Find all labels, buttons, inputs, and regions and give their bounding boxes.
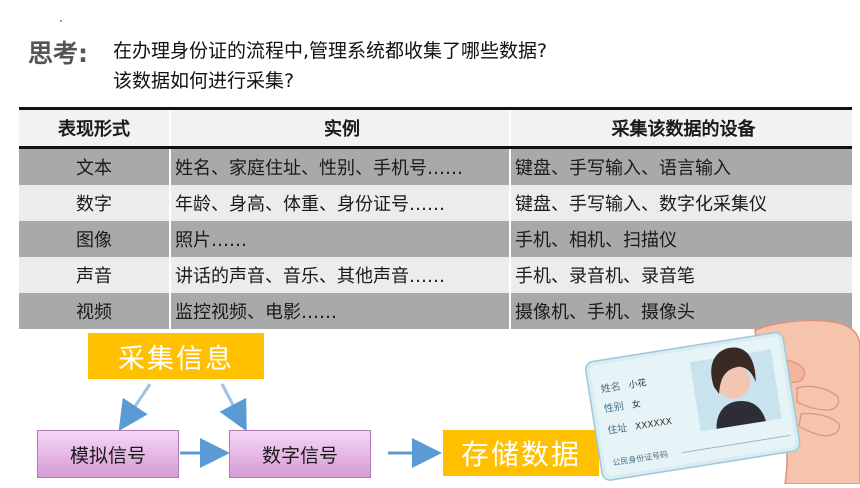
arrow-collect-to-digital <box>219 383 247 432</box>
id-card: 姓名 小花 性别 女 住址 XXXXXX 公民身份证号码 <box>584 331 801 481</box>
question-line-1: 在办理身份证的流程中,管理系统都收集了哪些数据? <box>113 40 548 62</box>
card-gender-value: 女 <box>631 398 642 411</box>
table-header-row: 表现形式 实例 采集该数据的设备 <box>19 107 852 149</box>
table-row: 数字 年龄、身高、体重、身份证号…… 键盘、手写输入、数字化采集仪 <box>19 185 852 221</box>
header-example: 实例 <box>169 107 510 149</box>
table-row: 声音 讲话的声音、音乐、其他声音…… 手机、录音机、录音笔 <box>19 257 852 293</box>
decorative-dot <box>60 20 62 22</box>
store-data-box: 存储数据 <box>443 430 599 476</box>
table-cell: 手机、录音机、录音笔 <box>509 257 852 293</box>
finger-shape <box>796 385 840 411</box>
question-line-2: 该数据如何进行采集? <box>113 70 295 92</box>
table-cell: 手机、相机、扫描仪 <box>509 221 852 257</box>
card-address-label: 住址 <box>606 421 628 437</box>
finger-shape <box>798 412 840 437</box>
table-cell: 视频 <box>19 293 170 329</box>
id-card-illustration: 姓名 小花 性别 女 住址 XXXXXX 公民身份证号码 <box>575 318 860 485</box>
header-form: 表现形式 <box>19 107 170 149</box>
arrow-collect-to-analog <box>118 383 152 431</box>
table-cell: 声音 <box>19 257 170 293</box>
table-cell: 图像 <box>19 221 170 257</box>
table-row: 图像 照片…… 手机、相机、扫描仪 <box>19 221 852 257</box>
data-collection-table: 表现形式 实例 采集该数据的设备 文本 姓名、家庭住址、性别、手机号…… 键盘、… <box>19 107 852 329</box>
table-row: 文本 姓名、家庭住址、性别、手机号…… 键盘、手写输入、语言输入 <box>19 147 852 185</box>
card-name-value: 小花 <box>628 376 648 391</box>
card-gender-label: 性别 <box>603 399 625 415</box>
question-label: 思考: <box>28 39 88 68</box>
table-cell: 数字 <box>19 185 170 221</box>
analog-signal-box: 模拟信号 <box>37 430 179 478</box>
table-cell: 键盘、手写输入、数字化采集仪 <box>509 185 852 221</box>
table-cell: 姓名、家庭住址、性别、手机号…… <box>169 147 510 185</box>
collect-info-box: 采集信息 <box>88 333 264 379</box>
card-name-label: 姓名 <box>600 379 622 395</box>
portrait-body <box>716 401 766 429</box>
table-cell: 文本 <box>19 147 170 185</box>
table-cell: 键盘、手写输入、语言输入 <box>509 147 852 185</box>
portrait-hair <box>711 347 756 395</box>
digital-signal-box: 数字信号 <box>229 430 371 478</box>
table-cell: 讲话的声音、音乐、其他声音…… <box>169 257 510 293</box>
table-cell: 监控视频、电影…… <box>169 293 510 329</box>
table-cell: 照片…… <box>169 221 510 257</box>
header-device: 采集该数据的设备 <box>509 107 852 149</box>
table-cell: 年龄、身高、体重、身份证号…… <box>169 185 510 221</box>
